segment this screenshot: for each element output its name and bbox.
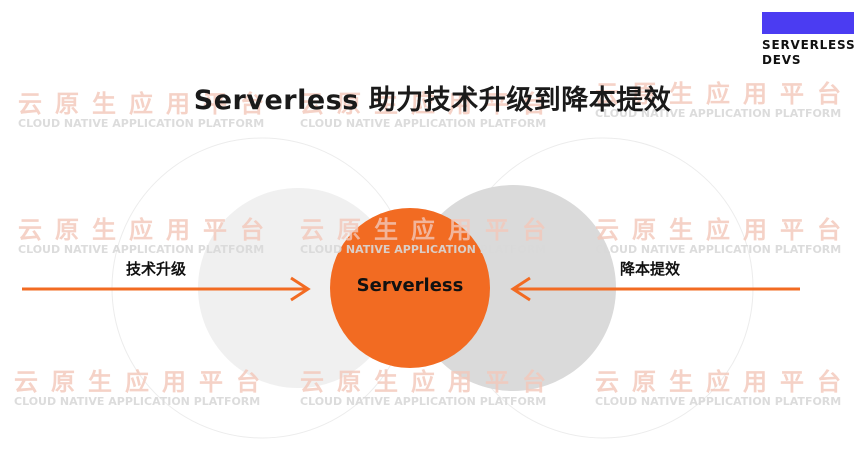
logo-text-line1: SERVERLESS: [762, 38, 856, 52]
logo-bar: [762, 12, 854, 34]
left-arrow: [22, 276, 311, 302]
center-label: Serverless: [356, 275, 464, 296]
center-circle: [330, 208, 490, 368]
page-title: Serverless 助力技术升级到降本提效: [193, 85, 672, 116]
logo-text-line2: DEVS: [762, 53, 802, 67]
right-label: 降本提效: [620, 260, 681, 278]
right-arrow: [510, 276, 800, 302]
left-label: 技术升级: [126, 260, 187, 278]
serverless-devs-logo: SERVERLESS DEVS: [760, 12, 860, 68]
